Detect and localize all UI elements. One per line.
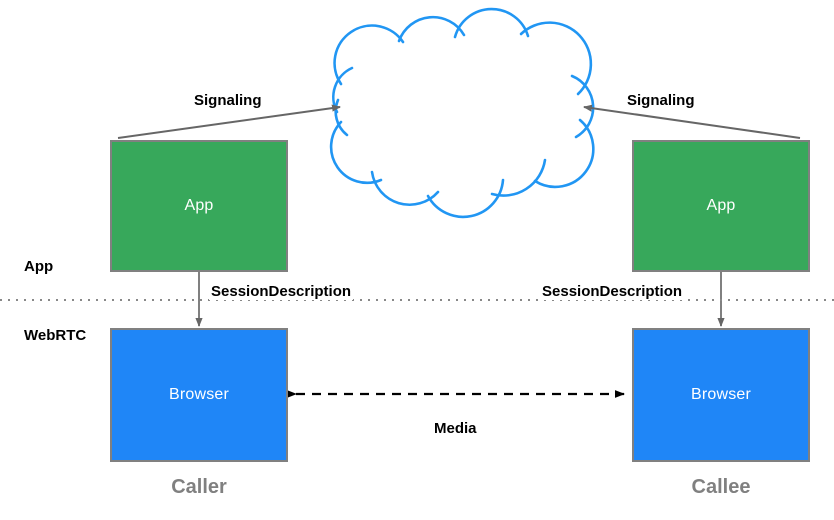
layer-label-webrtc: WebRTC bbox=[22, 327, 89, 344]
app-box-caller-label: App bbox=[184, 197, 214, 214]
session-description-label-left: SessionDescription bbox=[209, 283, 354, 300]
signaling-cloud-icon bbox=[329, 7, 595, 219]
browser-box-callee[interactable]: Browser bbox=[632, 328, 810, 462]
role-label-caller: Caller bbox=[171, 476, 227, 498]
browser-box-caller-label: Browser bbox=[168, 386, 230, 403]
signaling-arrow-right bbox=[583, 104, 801, 139]
layer-label-app: App bbox=[22, 258, 56, 275]
browser-box-caller[interactable]: Browser bbox=[110, 328, 288, 462]
app-box-callee[interactable]: App bbox=[632, 140, 810, 272]
signaling-label-left: Signaling bbox=[192, 92, 264, 109]
app-box-caller[interactable]: App bbox=[110, 140, 288, 272]
role-label-callee: Callee bbox=[691, 476, 751, 498]
session-description-label-right: SessionDescription bbox=[540, 283, 685, 300]
browser-box-callee-label: Browser bbox=[690, 386, 752, 403]
signaling-label-right: Signaling bbox=[625, 92, 697, 109]
signaling-arrow-left bbox=[117, 104, 341, 139]
app-box-callee-label: App bbox=[706, 197, 736, 214]
media-label: Media bbox=[432, 420, 479, 437]
